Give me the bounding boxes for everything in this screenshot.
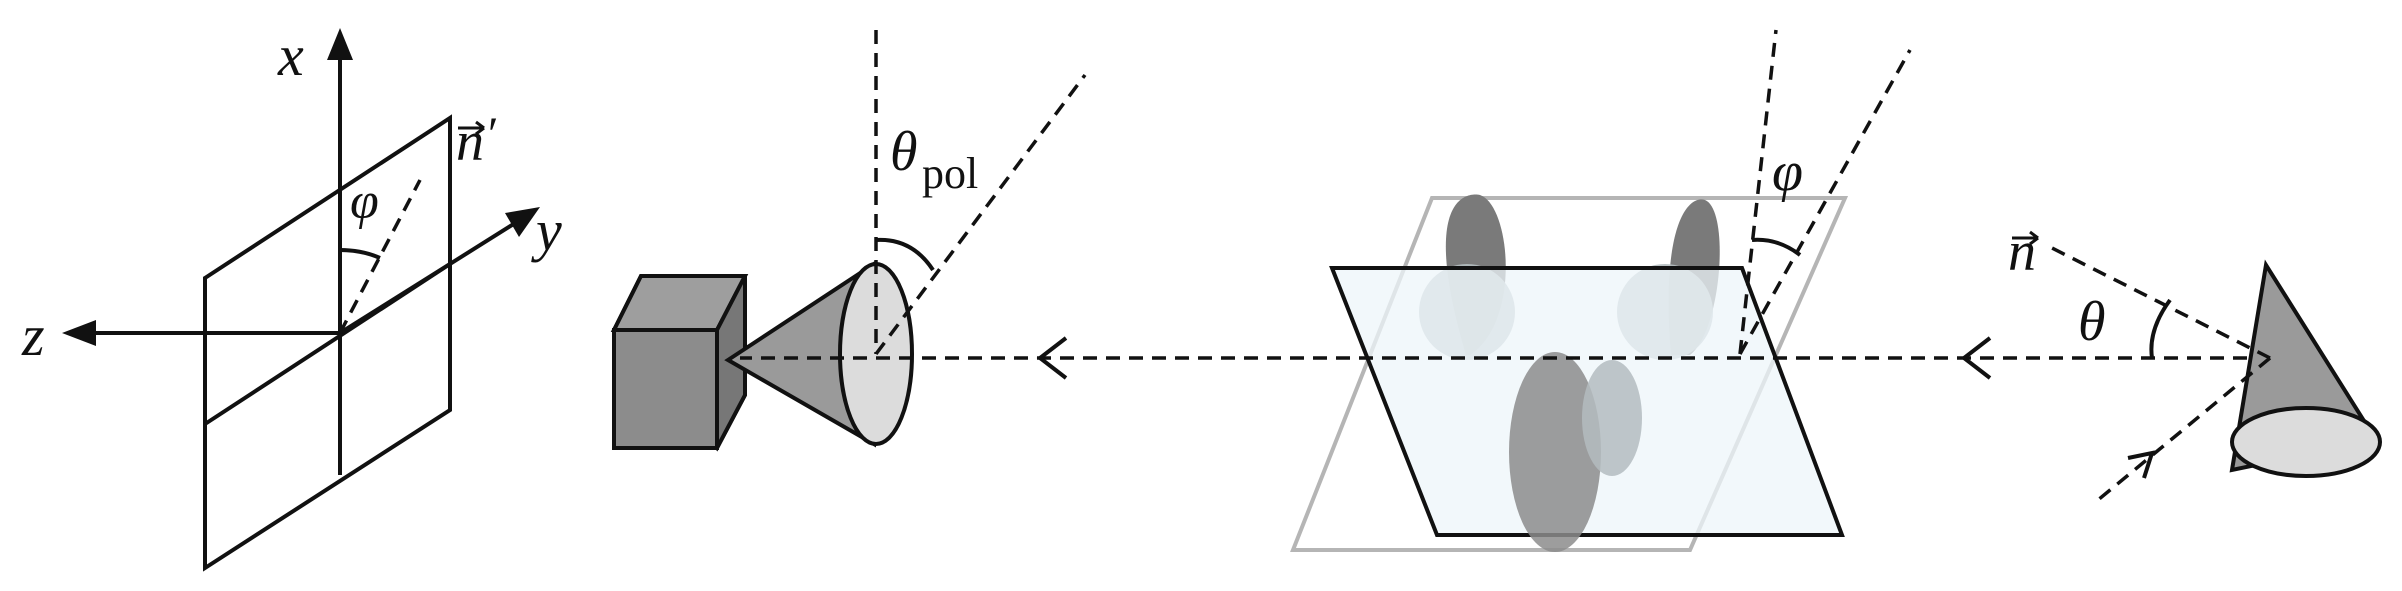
theta-pol-label: θ pol [890, 121, 978, 198]
svg-text:n: n [2008, 221, 2036, 283]
beam-direction-chevron-left [1036, 336, 1068, 380]
camera-detector: θ pol [610, 30, 1087, 452]
x-axis-arrowhead [327, 28, 353, 60]
x-axis-label: x [277, 23, 304, 88]
y-axis [338, 218, 522, 335]
sample: φ [1290, 29, 1912, 552]
coordinate-system: x y z φ n ′ [21, 23, 562, 572]
sample-normal-line [1738, 29, 1778, 355]
incoming-direction-chevron [2127, 450, 2155, 479]
normal-prime-label: n ′ [456, 108, 499, 173]
detector-cone-icon [724, 260, 914, 448]
sample-phi-label: φ [1772, 141, 1803, 203]
sample-phi-arc [1751, 237, 1802, 257]
svg-text:′: ′ [488, 108, 499, 161]
sample-back-plane [1290, 196, 1849, 552]
source-theta-arc [2149, 298, 2172, 359]
svg-text:θ: θ [890, 121, 918, 183]
y-axis-label: y [531, 198, 562, 263]
reference-plane [203, 114, 452, 572]
source-normal-label: n [2008, 221, 2039, 283]
svg-text:pol: pol [922, 149, 978, 198]
phi-label-left: φ [350, 173, 379, 230]
camera-cube-icon [610, 274, 749, 452]
sample-angle-line [1738, 49, 1912, 355]
y-axis-arrowhead [505, 207, 540, 237]
beam-direction-chevron-right [1960, 336, 1992, 380]
source-cone-base [2230, 406, 2382, 478]
theta-pol-arc [875, 237, 935, 272]
normal-prime-line [338, 179, 422, 334]
source-normal-line [2045, 243, 2271, 360]
source-theta-label: θ [2078, 291, 2106, 353]
svg-text:n: n [456, 111, 484, 173]
polarizer-angle-line [874, 73, 1087, 356]
z-axis-arrowhead [62, 320, 96, 346]
z-axis-label: z [21, 303, 45, 368]
phi-arc [339, 248, 381, 260]
light-source: θ n [2008, 221, 2382, 502]
source-incoming-line [2096, 356, 2272, 502]
scattering-lobes-lower [1509, 352, 1642, 552]
light-beam [740, 336, 2270, 380]
